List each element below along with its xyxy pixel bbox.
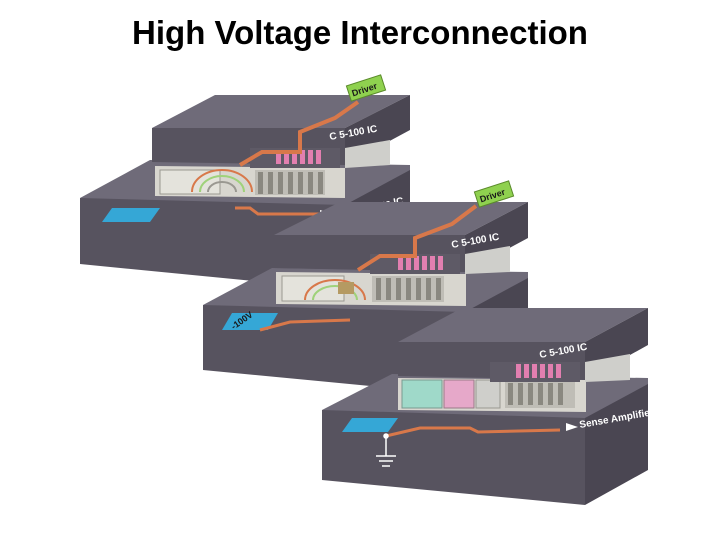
- ground-symbol: [376, 433, 396, 467]
- trace-1: [238, 100, 360, 167]
- pad-3: [342, 418, 398, 432]
- bump-layer-3: [398, 378, 586, 412]
- lower-trace-2: [259, 318, 351, 332]
- arrow-head-3: [566, 423, 578, 431]
- module-3: C 5-100 IC Sense Amplifier: [322, 308, 655, 505]
- ic-chip-2: [274, 202, 528, 274]
- driver-box-1: [345, 74, 387, 102]
- pink-pins-2: [398, 256, 443, 270]
- lower-trace-1: [235, 206, 320, 216]
- driver-box-2: [473, 180, 515, 208]
- ic-chip-3: [398, 308, 648, 382]
- lower-trace-3: [385, 426, 561, 438]
- trace-2: [356, 204, 478, 272]
- page-title: High Voltage Interconnection: [132, 14, 588, 51]
- module-2: -100V: [203, 180, 528, 395]
- bump-layer-2: [276, 272, 466, 306]
- pink-pins-1: [276, 150, 321, 164]
- pink-pins-3: [516, 364, 561, 378]
- bump-layer-1: [155, 166, 345, 198]
- pad-1: [102, 208, 160, 222]
- pad-2: [222, 313, 278, 330]
